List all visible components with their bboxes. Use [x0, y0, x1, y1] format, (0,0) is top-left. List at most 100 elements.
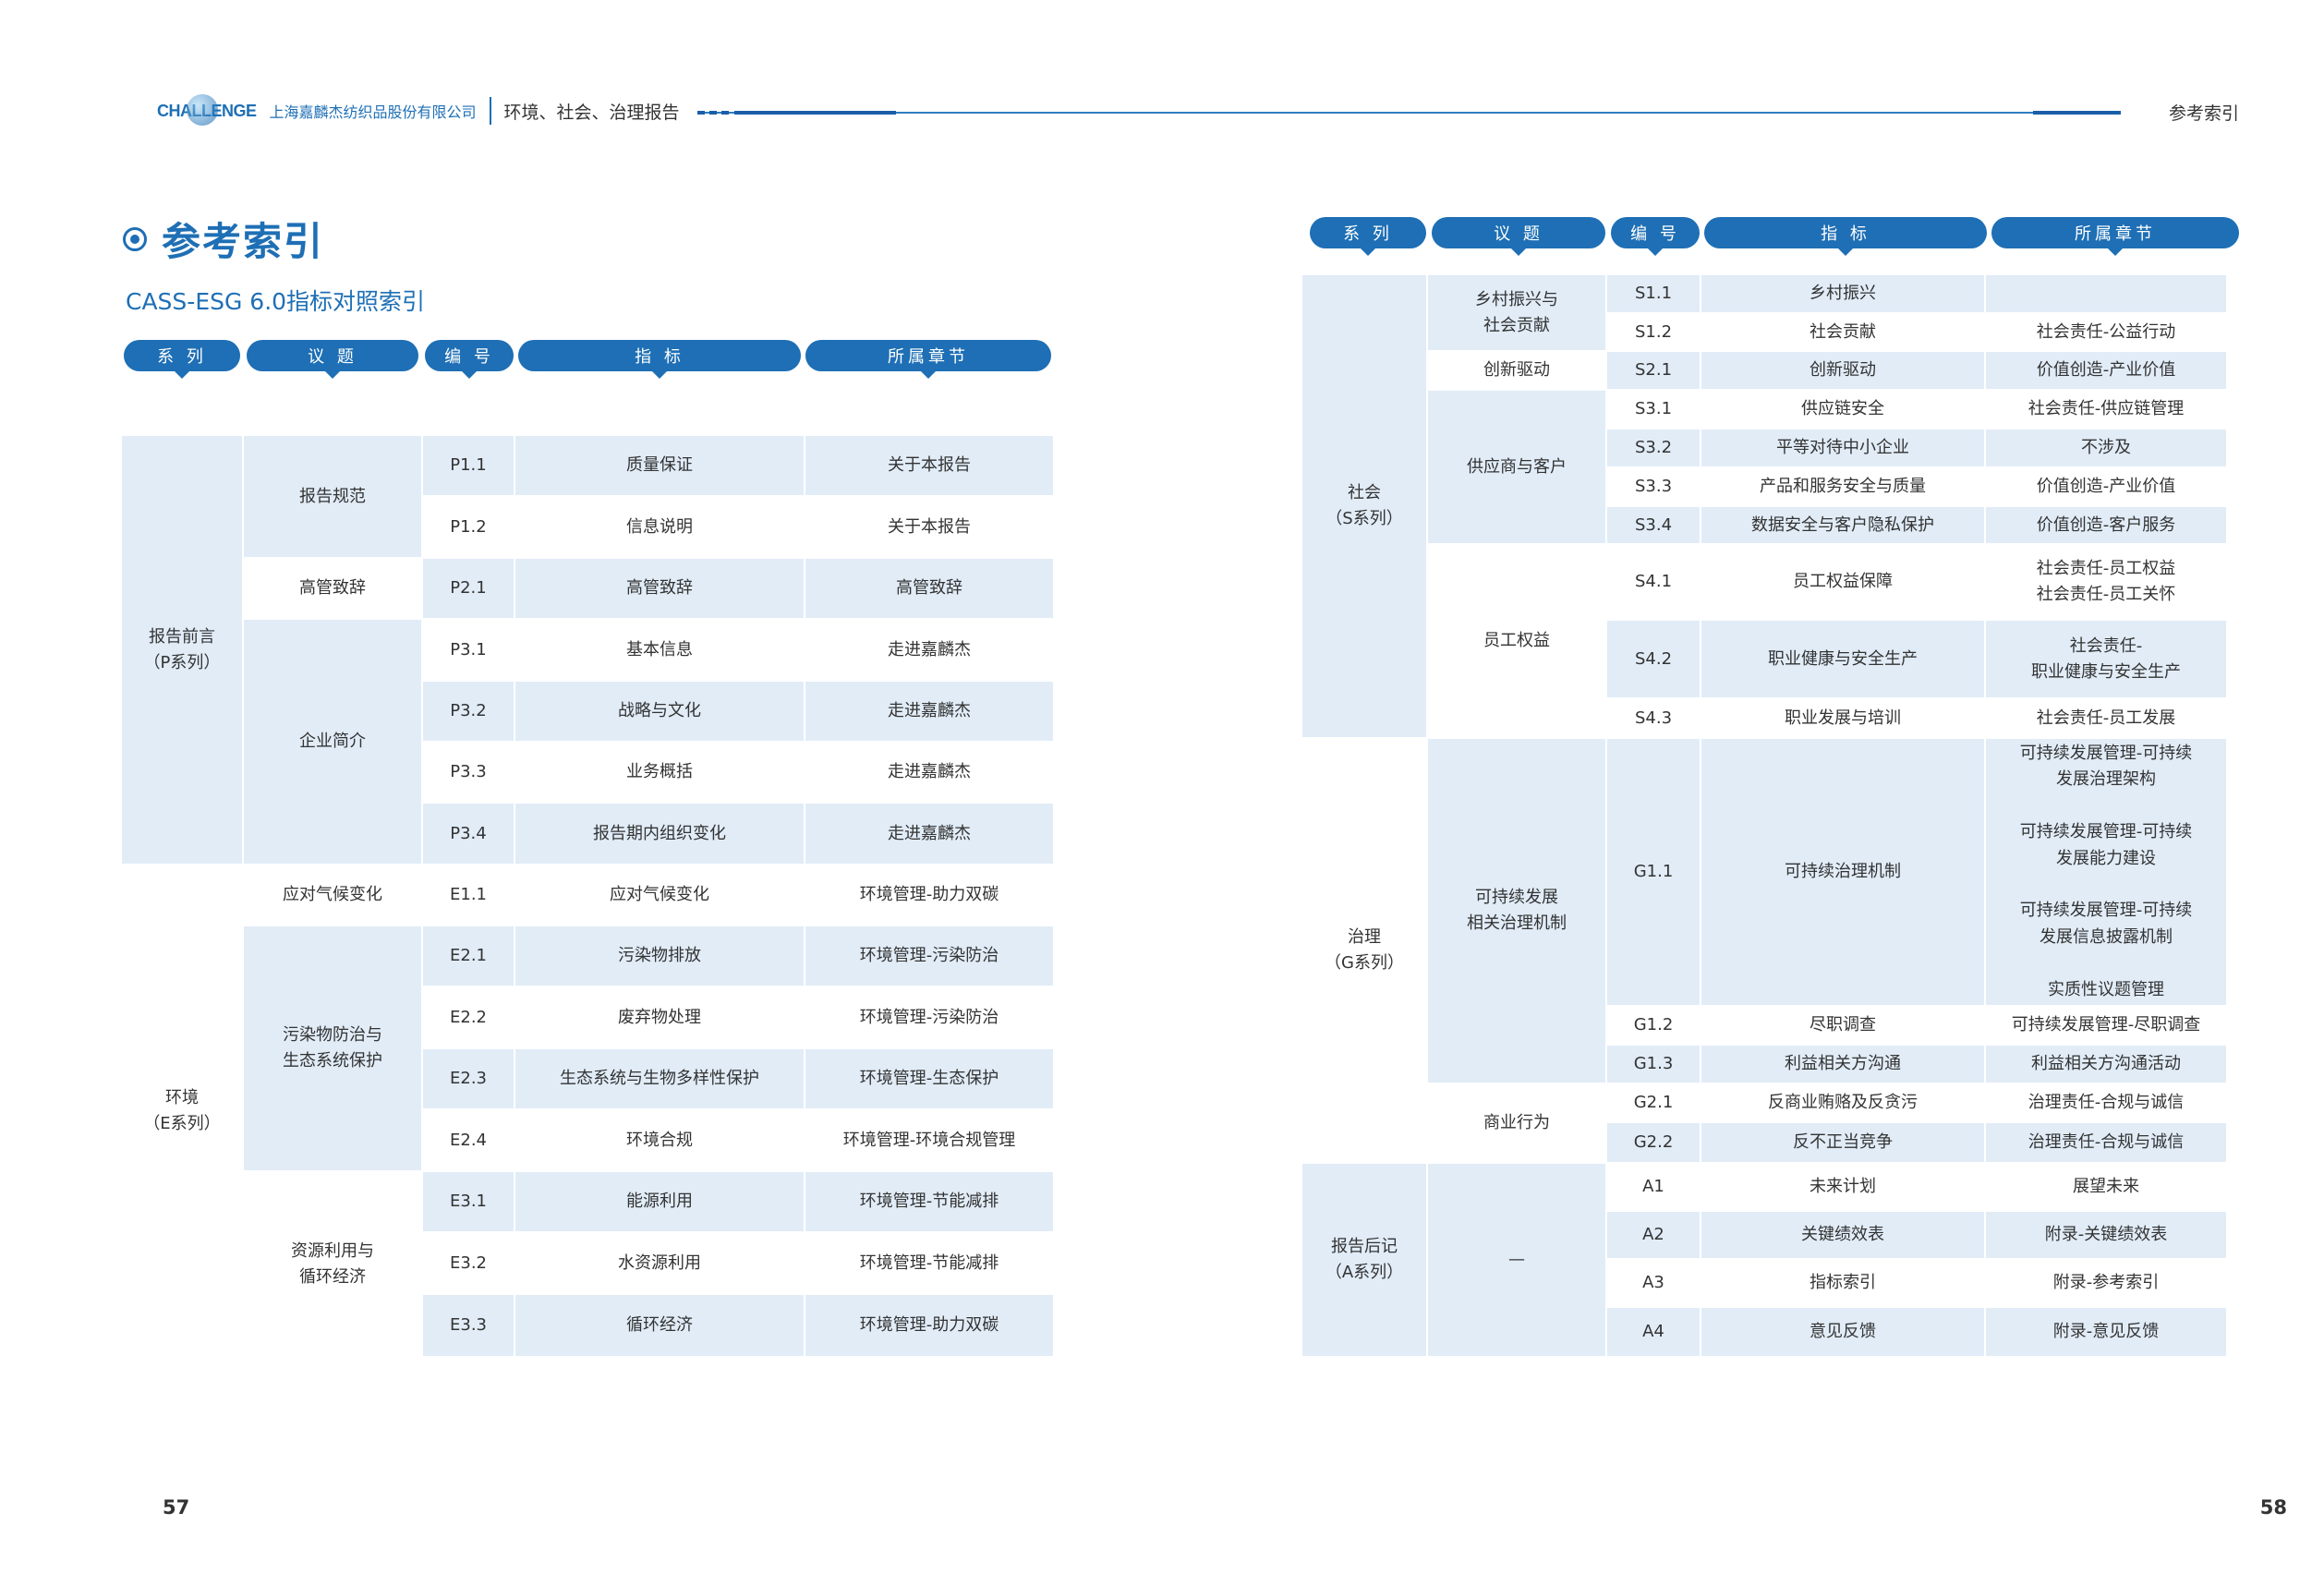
code-cell: S4.2	[1607, 621, 1700, 697]
code-cell: E2.3	[423, 1049, 514, 1108]
indicator-cell: 信息说明	[515, 497, 804, 557]
globe-icon	[187, 94, 218, 126]
chapter-cell: 环境管理-污染防治	[805, 987, 1053, 1047]
code-cell: E2.2	[423, 987, 514, 1047]
chapter-cell: 治理责任-合规与诚信	[1986, 1084, 2226, 1121]
indicator-cell: 质量保证	[515, 436, 804, 495]
code-cell: S3.1	[1607, 391, 1700, 428]
code-cell: P3.2	[423, 682, 514, 741]
indicator-cell: 高管致辞	[515, 559, 804, 618]
indicator-cell: 业务概括	[515, 743, 804, 802]
chapter-cell: 价值创造-产业价值	[1986, 352, 2226, 389]
code-cell: G1.3	[1607, 1046, 1700, 1083]
code-cell: S3.4	[1607, 507, 1700, 543]
topic-cell: 报告规范	[244, 436, 421, 557]
indicator-cell: 职业健康与安全生产	[1701, 621, 1984, 697]
company-logo: CHALLENGE	[157, 94, 257, 127]
indicator-cell: 应对气候变化	[515, 865, 804, 925]
chapter-cell: 可持续发展管理-尽职调查	[1986, 1007, 2226, 1044]
page-subtitle: CASS-ESG 6.0指标对照索引	[126, 288, 426, 315]
indicator-cell: 社会贡献	[1701, 314, 1984, 350]
company-name: 上海嘉麟杰纺织品股份有限公司	[269, 103, 477, 121]
chapter-cell: 社会责任- 职业健康与安全生产	[1986, 621, 2226, 697]
code-cell: E3.1	[423, 1172, 514, 1231]
indicator-cell: 废弃物处理	[515, 987, 804, 1047]
code-cell: S4.1	[1607, 545, 1700, 619]
topic-cell: 高管致辞	[244, 559, 421, 618]
chapter-cell: 治理责任-合规与诚信	[1986, 1123, 2226, 1162]
page-header: CHALLENGE 上海嘉麟杰纺织品股份有限公司 环境、社会、治理报告 参考索引	[157, 94, 2239, 127]
topic-cell: 可持续发展 相关治理机制	[1428, 739, 1605, 1083]
topic-cell: 供应商与客户	[1428, 391, 1605, 543]
code-cell: G2.2	[1607, 1123, 1700, 1162]
indicator-cell: 可持续治理机制	[1701, 739, 1984, 1005]
topic-cell: 资源利用与 循环经济	[244, 1172, 421, 1357]
indicator-cell: 意见反馈	[1701, 1308, 1984, 1356]
indicator-cell: 循环经济	[515, 1295, 804, 1356]
indicator-cell: 水资源利用	[515, 1233, 804, 1293]
code-cell: S4.3	[1607, 699, 1700, 737]
chapter-cell: 展望未来	[1986, 1164, 2226, 1210]
code-cell: G1.2	[1607, 1007, 1700, 1044]
chapter-cell: 环境管理-污染防治	[805, 926, 1053, 986]
code-cell: E3.2	[423, 1233, 514, 1293]
code-cell: A4	[1607, 1308, 1700, 1356]
topic-cell: 商业行为	[1428, 1084, 1605, 1162]
chapter-cell: 不涉及	[1986, 430, 2226, 466]
topic-cell: 应对气候变化	[244, 865, 421, 925]
col-header-chapter: 所属章节	[805, 340, 1051, 379]
chapter-cell: 环境管理-节能减排	[805, 1233, 1053, 1293]
code-cell: A3	[1607, 1260, 1700, 1306]
topic-cell: 员工权益	[1428, 545, 1605, 737]
indicator-cell: 未来计划	[1701, 1164, 1984, 1210]
indicator-cell: 报告期内组织变化	[515, 804, 804, 864]
code-cell: P3.4	[423, 804, 514, 864]
indicator-cell: 尽职调查	[1701, 1007, 1984, 1044]
code-cell: S1.1	[1607, 275, 1700, 312]
code-cell: P1.1	[423, 436, 514, 495]
indicator-cell: 乡村振兴	[1701, 275, 1984, 312]
col-header-topic: 议 题	[247, 340, 418, 379]
chapter-cell: 利益相关方沟通活动	[1986, 1046, 2226, 1083]
indicator-cell: 员工权益保障	[1701, 545, 1984, 619]
indicator-cell: 战略与文化	[515, 682, 804, 741]
series-cell: 环境 （E系列）	[122, 865, 242, 1357]
indicator-cell: 关键绩效表	[1701, 1212, 1984, 1258]
indicator-cell: 能源利用	[515, 1172, 804, 1231]
code-cell: S1.2	[1607, 314, 1700, 350]
code-cell: A1	[1607, 1164, 1700, 1210]
indicator-cell: 职业发展与培训	[1701, 699, 1984, 737]
code-cell: G2.1	[1607, 1084, 1700, 1121]
indicator-cell: 反商业贿赂及反贪污	[1701, 1084, 1984, 1121]
col-header-indicator: 指 标	[1704, 217, 1987, 256]
indicator-cell: 创新驱动	[1701, 352, 1984, 389]
indicator-cell: 平等对待中小企业	[1701, 430, 1984, 466]
chapter-cell: 价值创造-客户服务	[1986, 507, 2226, 543]
chapter-cell: 环境管理-助力双碳	[805, 865, 1053, 925]
code-cell: G1.1	[1607, 739, 1700, 1005]
chapter-cell: 可持续发展管理-可持续 发展治理架构 可持续发展管理-可持续 发展能力建设 可持…	[1986, 739, 2226, 1005]
chapter-cell: 社会责任-供应链管理	[1986, 391, 2226, 428]
col-header-series: 系 列	[124, 340, 240, 379]
chapter-cell: 走进嘉麟杰	[805, 682, 1053, 741]
code-cell: S3.2	[1607, 430, 1700, 466]
right-column-headers: 系 列 议 题 编 号 指 标 所属章节	[0, 217, 2324, 256]
section-heading: 参考索引	[123, 211, 324, 267]
indicator-cell: 指标索引	[1701, 1260, 1984, 1306]
chapter-cell: 社会责任-员工发展	[1986, 699, 2226, 737]
code-cell: E2.1	[423, 926, 514, 986]
chapter-cell: 高管致辞	[805, 559, 1053, 618]
radio-bullet-icon	[123, 226, 147, 251]
divider	[489, 97, 491, 125]
indicator-cell: 生态系统与生物多样性保护	[515, 1049, 804, 1108]
code-cell: S2.1	[1607, 352, 1700, 389]
indicator-cell: 利益相关方沟通	[1701, 1046, 1984, 1083]
chapter-cell: 附录-意见反馈	[1986, 1308, 2226, 1356]
chapter-cell: 走进嘉麟杰	[805, 804, 1053, 864]
document-title: 环境、社会、治理报告	[503, 102, 680, 123]
code-cell: E1.1	[423, 865, 514, 925]
chapter-cell: 社会责任-员工权益 社会责任-员工关怀	[1986, 545, 2226, 619]
code-cell: P3.1	[423, 620, 514, 680]
chapter-cell: 附录-关键绩效表	[1986, 1212, 2226, 1258]
chapter-cell: 附录-参考索引	[1986, 1260, 2226, 1306]
